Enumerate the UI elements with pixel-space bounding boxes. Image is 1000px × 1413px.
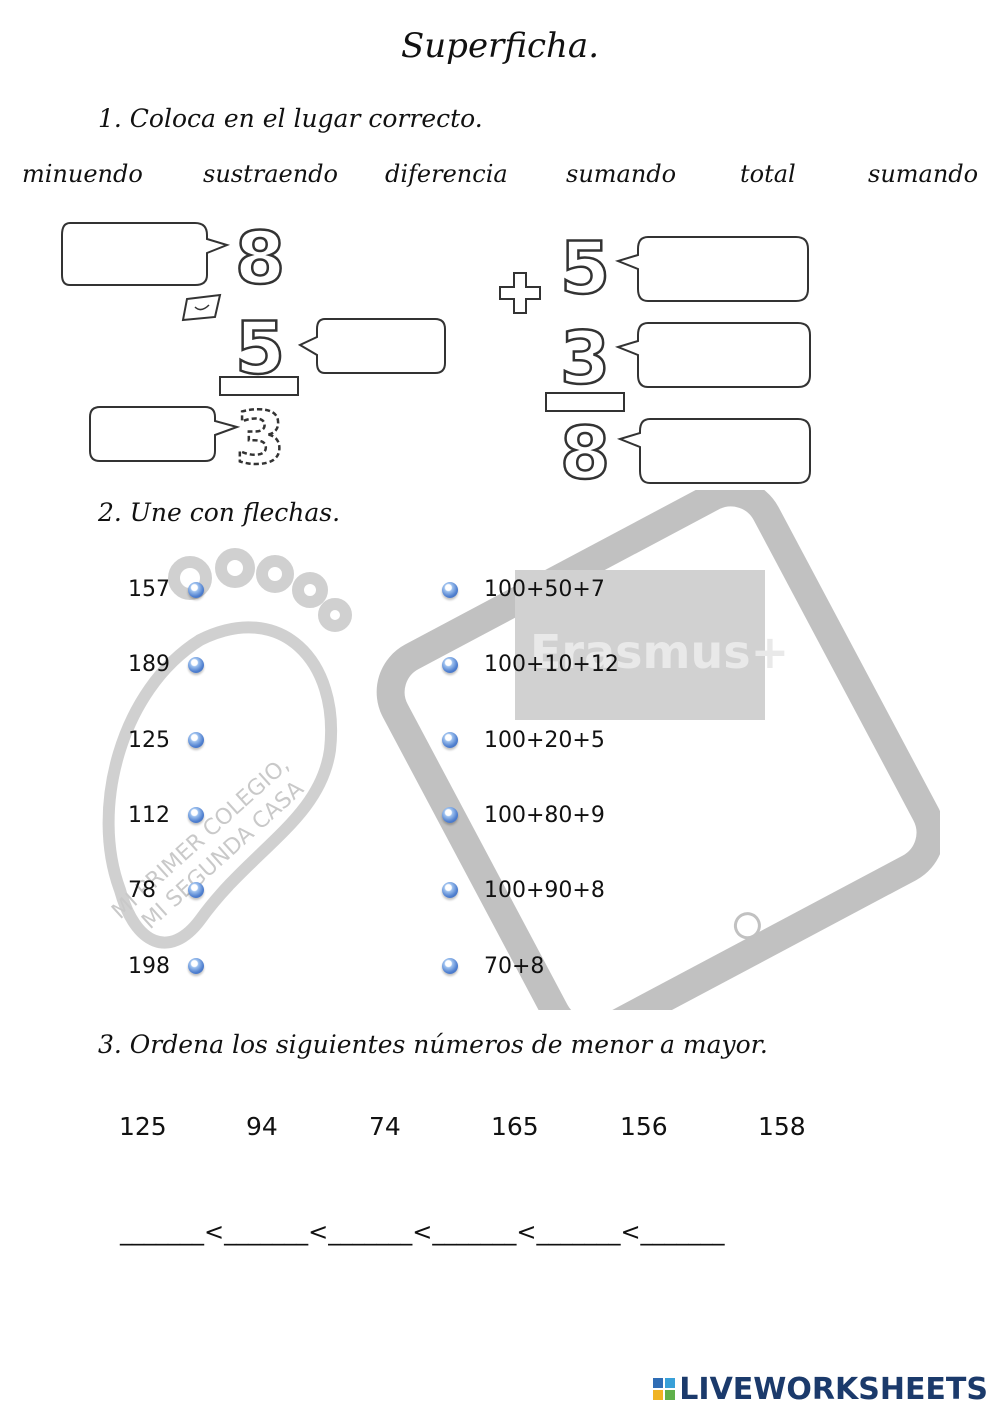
- section3-heading: 3. Ordena los siguientes números de meno…: [98, 1030, 768, 1059]
- order-number-1: 125: [119, 1112, 167, 1141]
- word-sustraendo[interactable]: sustraendo: [203, 160, 338, 188]
- right-item-2: 100+10+12: [484, 652, 619, 677]
- erasmus-watermark-block: [515, 570, 765, 720]
- left-item-2: 189: [128, 652, 170, 677]
- addition-line: [545, 392, 625, 412]
- left-dot-3[interactable]: [188, 732, 204, 748]
- section1-heading: 1. Coloca en el lugar correcto.: [98, 104, 483, 133]
- subtraction-result-digit: 3: [235, 396, 285, 475]
- minus-icon: [181, 293, 222, 322]
- subtraction-diagram: 8 5 3: [61, 215, 446, 475]
- addition-total-bubble[interactable]: [616, 418, 811, 484]
- foot-watermark-icon: [102, 548, 352, 949]
- subtraction-top-digit: 8: [235, 216, 285, 300]
- left-item-6: 198: [128, 954, 170, 979]
- left-item-5: 78: [128, 878, 156, 903]
- right-item-3: 100+20+5: [484, 728, 605, 753]
- right-dot-5[interactable]: [442, 882, 458, 898]
- left-dot-4[interactable]: [188, 807, 204, 823]
- word-total[interactable]: total: [740, 160, 796, 188]
- erasmus-watermark-text: Erasmus+: [530, 625, 789, 679]
- word-diferencia[interactable]: diferencia: [385, 160, 508, 188]
- subtraction-sustraendo-bubble[interactable]: [297, 318, 446, 374]
- subtraction-line: [219, 376, 299, 396]
- order-number-2: 94: [246, 1112, 278, 1141]
- right-dot-3[interactable]: [442, 732, 458, 748]
- page-title: Superficha.: [400, 26, 600, 66]
- left-dot-5[interactable]: [188, 882, 204, 898]
- left-item-1: 157: [128, 577, 170, 602]
- word-sumando-1[interactable]: sumando: [566, 160, 677, 188]
- left-dot-1[interactable]: [188, 582, 204, 598]
- liveworksheets-logo-icon: [653, 1378, 676, 1400]
- subtraction-diferencia-bubble[interactable]: [89, 406, 241, 462]
- liveworksheets-logo: LIVEWORKSHEETS: [653, 1372, 988, 1407]
- order-number-3: 74: [369, 1112, 401, 1141]
- order-number-4: 165: [491, 1112, 539, 1141]
- right-dot-6[interactable]: [442, 958, 458, 974]
- word-sumando-2[interactable]: sumando: [868, 160, 979, 188]
- order-number-5: 156: [620, 1112, 668, 1141]
- subtraction-minuendo-bubble[interactable]: [61, 222, 231, 286]
- left-dot-6[interactable]: [188, 958, 204, 974]
- tablet-watermark-icon: [376, 490, 940, 1010]
- right-item-4: 100+80+9: [484, 803, 605, 828]
- liveworksheets-logo-text: LIVEWORKSHEETS: [679, 1372, 988, 1407]
- right-item-6: 70+8: [484, 954, 545, 979]
- section2-heading: 2. Une con flechas.: [98, 498, 341, 527]
- order-answer-line[interactable]: _______<_______<_______<_______<_______<…: [120, 1218, 725, 1246]
- addition-middle-digit: 3: [560, 316, 610, 400]
- right-dot-1[interactable]: [442, 582, 458, 598]
- right-item-1: 100+50+7: [484, 577, 605, 602]
- addition-sumando1-bubble[interactable]: [614, 236, 809, 302]
- right-dot-2[interactable]: [442, 657, 458, 673]
- addition-top-digit: 5: [560, 226, 610, 310]
- addition-sumando2-bubble[interactable]: [614, 322, 811, 388]
- left-item-4: 112: [128, 803, 170, 828]
- addition-diagram: 5 3 8: [499, 225, 811, 490]
- left-dot-2[interactable]: [188, 657, 204, 673]
- left-item-3: 125: [128, 728, 170, 753]
- addition-result-digit: 8: [560, 411, 610, 490]
- plus-icon: [499, 272, 541, 314]
- right-item-5: 100+90+8: [484, 878, 605, 903]
- right-dot-4[interactable]: [442, 807, 458, 823]
- order-number-6: 158: [758, 1112, 806, 1141]
- word-minuendo[interactable]: minuendo: [22, 160, 143, 188]
